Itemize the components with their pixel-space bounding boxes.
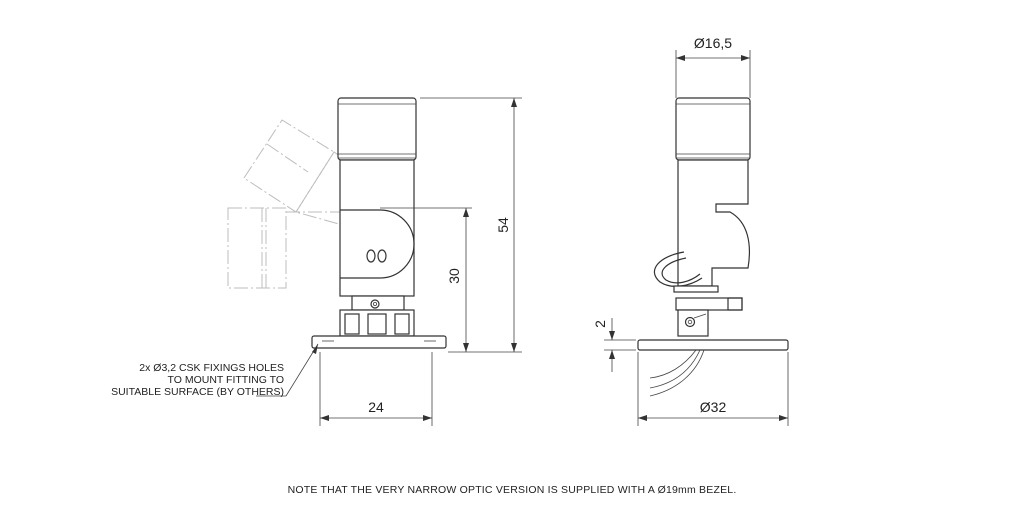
dimension-base-diameter: Ø32: [637, 352, 789, 426]
dim-54-arrow-top: [511, 98, 517, 107]
side-clamp: [677, 309, 709, 337]
dim-16-arrow-right: [741, 55, 750, 61]
side-bracket-arm: [675, 297, 743, 311]
side-screw-leader: [693, 313, 707, 319]
dim-30-label: 30: [446, 268, 462, 284]
front-clamp-right: [394, 313, 410, 335]
side-cable-loop-inner: [661, 257, 701, 284]
front-neck-screw: [370, 299, 380, 309]
dim-54-label: 54: [495, 217, 511, 233]
side-cable-loop: [653, 251, 703, 287]
callout-arrow: [312, 344, 318, 354]
front-neck-screw-center: [372, 301, 377, 306]
side-bezel: [675, 97, 751, 161]
side-clamp-screw-center: [687, 319, 693, 325]
side-cable-2: [649, 349, 705, 397]
bezel-note: NOTE THAT THE VERY NARROW OPTIC VERSION …: [288, 484, 737, 496]
front-base-plate: [311, 335, 447, 349]
front-view: 54 30 24 2x Ø3,2 CSK FIXINGS HOLES TO MO…: [111, 97, 522, 426]
dim-54-arrow-bottom: [511, 343, 517, 352]
side-cable-1: [649, 349, 701, 389]
dim-2-label: 2: [592, 320, 608, 328]
dim-2-arrow-bottom: [609, 350, 615, 359]
callout-line-2: TO MOUNT FITTING TO: [168, 374, 284, 386]
dim-24-label: 24: [368, 399, 384, 415]
front-screw-right: [377, 249, 387, 263]
side-cable-3: [649, 349, 697, 379]
callout-line-3: SUITABLE SURFACE (BY OTHERS): [111, 386, 284, 398]
dim-24-arrow-left: [320, 415, 329, 421]
dim-32-label: Ø32: [700, 399, 727, 415]
dim-32-arrow-right: [779, 415, 788, 421]
dim-2-arrow-top: [609, 331, 615, 340]
front-bezel: [337, 97, 417, 161]
callout-leader: [285, 343, 319, 397]
dim-16-label: Ø16,5: [694, 35, 732, 51]
side-base-plate: [637, 339, 789, 351]
front-neck: [351, 295, 405, 311]
side-hinge-plate: [673, 285, 719, 293]
dim-16-arrow-left: [676, 55, 685, 61]
side-bracket-end: [727, 297, 743, 311]
dimension-bezel-diameter: Ø16,5: [675, 35, 751, 98]
side-view: Ø16,5 2 Ø32: [592, 35, 789, 426]
front-screw-left: [366, 249, 376, 263]
front-body: [339, 159, 415, 297]
ghost-angled-band: [266, 143, 309, 173]
fixing-holes-callout: 2x Ø3,2 CSK FIXINGS HOLES TO MOUNT FITTI…: [111, 343, 319, 398]
dim-32-arrow-left: [638, 415, 647, 421]
front-knuckle: [340, 209, 415, 279]
side-clamp-screw: [684, 316, 696, 328]
dimension-height-30: 30: [380, 207, 472, 352]
dimension-width-24: 24: [319, 352, 433, 426]
ghost-horizontal-head: [227, 207, 287, 289]
front-clamp-center: [367, 313, 387, 335]
dim-30-arrow-bottom: [463, 343, 469, 352]
dim-30-arrow-top: [463, 208, 469, 217]
front-clamp-left: [344, 313, 360, 335]
dim-24-arrow-right: [423, 415, 432, 421]
ghost-angled-head: [243, 119, 335, 213]
callout-line-1: 2x Ø3,2 CSK FIXINGS HOLES: [139, 362, 284, 374]
dimension-height-54: 54: [420, 97, 522, 353]
tilt-ghost-outline: [227, 119, 369, 289]
dimension-base-thickness: 2: [592, 318, 636, 372]
side-body: [677, 159, 751, 287]
